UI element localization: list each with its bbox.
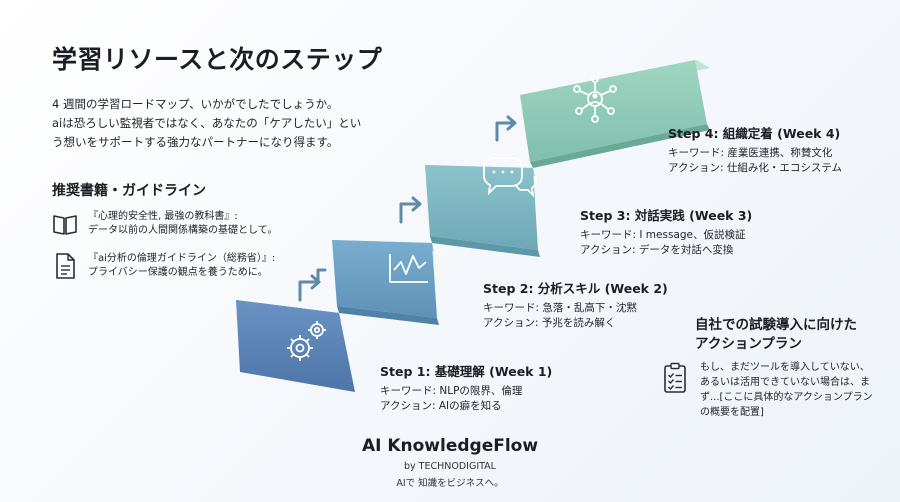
gears-icon — [287, 321, 326, 361]
trial-line: の概要を配置] — [700, 407, 764, 418]
trial-heading-line: アクションプラン — [695, 336, 802, 352]
step-2-face — [332, 240, 437, 318]
book-title: 『心理的安全性, 最強の教科書』: — [88, 211, 238, 222]
step-1-face — [236, 300, 355, 392]
page-title: 学習リソースと次のステップ — [52, 45, 383, 74]
step-1-keyword: キーワード: NLPの限界、倫理 — [380, 385, 523, 397]
arrow-2 — [316, 268, 327, 284]
guideline-note: プライバシー保護の観点を養うために。 — [88, 267, 268, 278]
line-chart-icon — [389, 254, 428, 283]
intro-line: aiは恐ろしい監視者ではなく、あなたの「ケアしたい」とい — [52, 116, 362, 130]
arrow-1 — [298, 274, 321, 302]
step-3-riser — [430, 236, 540, 257]
trial-line: ず...[ここに具体的なアクションプラン — [700, 392, 873, 403]
step-1-action: アクション: AIの癖を知る — [380, 400, 502, 412]
step-3-action: アクション: データを対話へ変換 — [580, 244, 734, 256]
trial-line: あるいは活用できていない場合は、ま — [700, 377, 870, 388]
books-heading: 推奨書籍・ガイドライン — [52, 183, 206, 199]
step-1-title: Step 1: 基礎理解 (Week 1) — [380, 364, 553, 379]
intro-line: う想いをサポートする強力なパートナーになり得ます。 — [52, 135, 339, 149]
network-icon — [573, 75, 617, 123]
book-icon — [53, 215, 77, 235]
step-2-label: Step 2: 分析スキル (Week 2) キーワード: 急落・乱高下・沈黙 … — [483, 278, 668, 331]
document-icon — [56, 253, 75, 279]
step-2-keyword: キーワード: 急落・乱高下・沈黙 — [483, 302, 637, 314]
checklist-icon — [664, 362, 686, 393]
trial-heading: 自社での試験導入に向けた アクションプラン — [695, 316, 857, 354]
guideline-title: 『ai分析の倫理ガイドライン（総務省）』: — [88, 253, 276, 264]
step-2-riser — [337, 306, 439, 325]
intro-text: 4 週間の学習ロードマップ、いかがでしたでしょうか。 aiは恐ろしい監視者ではな… — [52, 95, 412, 152]
arrow-4 — [495, 115, 517, 142]
step-2-title: Step 2: 分析スキル (Week 2) — [483, 281, 668, 296]
book-note: データ以前の人間関係構築の基礎として。 — [88, 225, 278, 236]
step-3-title: Step 3: 対話実践 (Week 3) — [580, 208, 753, 223]
step-1-label: Step 1: 基礎理解 (Week 1) キーワード: NLPの限界、倫理 ア… — [380, 361, 552, 414]
step-4-riser — [530, 124, 710, 168]
step-4-label: Step 4: 組織定着 (Week 4) キーワード: 産業医連携、称賛文化 … — [668, 123, 842, 176]
brand-tagline: AIで 知識をビジネスへ。 — [396, 478, 504, 489]
step-4-action: アクション: 仕組み化・エコシステム — [668, 162, 843, 174]
book-item: 『心理的安全性, 最強の教科書』: データ以前の人間関係構築の基礎として。 — [52, 210, 277, 238]
trial-heading-line: 自社での試験導入に向けた — [695, 317, 857, 333]
step-4-title: Step 4: 組織定着 (Week 4) — [668, 126, 841, 141]
arrow-3 — [399, 196, 422, 224]
brand-byline: by TECHNODIGITAL — [404, 461, 496, 472]
trial-action-plan: もし、まだツールを導入していない、 あるいは活用できていない場合は、ま ず...… — [662, 360, 900, 420]
chat-bubbles-icon — [483, 157, 537, 198]
step-3-keyword: キーワード: I message、仮説検証 — [580, 229, 746, 241]
book-item: 『ai分析の倫理ガイドライン（総務省）』: プライバシー保護の観点を養うために。 — [52, 252, 275, 280]
step-2-action: アクション: 予兆を読み解く — [483, 317, 616, 329]
step-4-keyword: キーワード: 産業医連携、称賛文化 — [668, 147, 833, 159]
intro-line: 4 週間の学習ロードマップ、いかがでしたでしょうか。 — [52, 97, 339, 111]
trial-line: もし、まだツールを導入していない、 — [700, 362, 870, 373]
step-3-label: Step 3: 対話実践 (Week 3) キーワード: I message、仮… — [580, 205, 752, 258]
brand-name: AI KnowledgeFlow — [361, 436, 539, 456]
